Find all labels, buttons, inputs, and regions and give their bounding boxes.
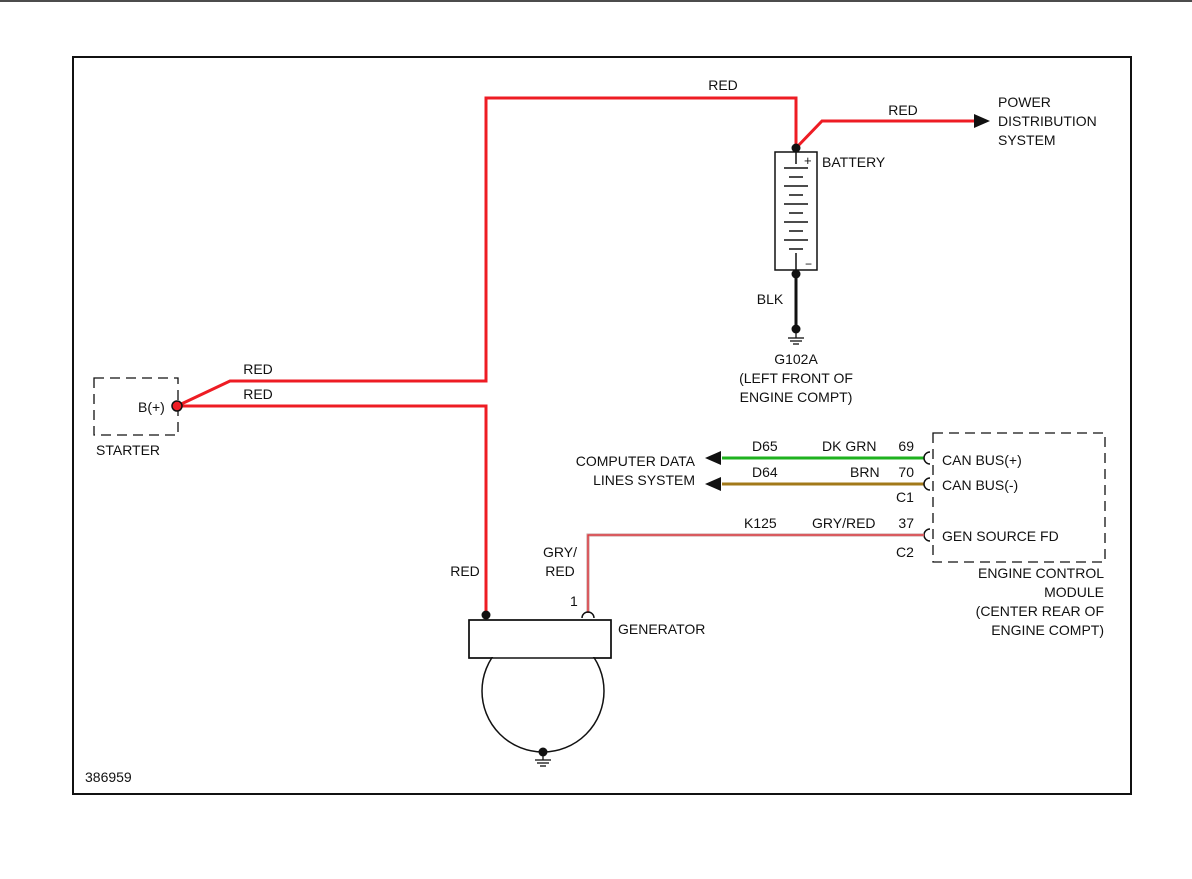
figure-id: 386959 [85,769,132,785]
ground-label-line2: (LEFT FRONT OF [739,370,853,386]
wire-label-blk: BLK [757,291,784,307]
wire-label-generator-red: RED [450,563,480,579]
ecm-pin-69-icon [923,451,931,465]
wire-k125-gry-red-tracer [587,534,924,613]
battery-minus-label: − [805,257,812,271]
wire-label-top-red: RED [708,77,738,93]
cdl-label-line2: LINES SYSTEM [593,472,695,488]
generator-pin-1-label: 1 [570,593,578,609]
pds-arrow-icon [974,114,990,128]
ecm-pin-70-icon [923,477,931,491]
wire-k125-gry-red-base [586,533,924,613]
ground-g102a-icon [788,333,804,345]
wire-color-brn-label: BRN [850,464,880,480]
battery-box [774,151,818,271]
wire-red-pds [794,119,975,150]
generator-battery-terminal-dot [481,610,491,620]
ground-g102a-dot [791,324,801,334]
wire-label-starter-red-lower: RED [243,386,273,402]
battery-symbol [774,151,818,271]
power-distribution-label-line2: DISTRIBUTION [998,113,1097,129]
wire-label-starter-red-upper: RED [243,361,273,377]
generator-symbol [468,619,612,753]
cdl-label-line1: COMPUTER DATA [576,453,696,469]
generator-pin-1-icon [581,611,595,619]
ecm-can-bus-plus-label: CAN BUS(+) [942,452,1022,468]
ecm-label-line3: (CENTER REAR OF [976,603,1104,619]
cdl-arrow-upper-icon [705,451,721,465]
starter-terminal-label: B(+) [138,399,165,415]
circuit-d64-label: D64 [752,464,778,480]
starter-label: STARTER [96,442,160,458]
pin-69-label: 69 [898,438,914,454]
connector-c2-label: C2 [896,544,914,560]
wire-label-gry-red-2: RED [545,563,575,579]
wire-label-pds-red: RED [888,102,918,118]
generator-ground-dot [538,747,548,757]
ecm-pin-37-icon [923,528,931,542]
power-distribution-label-line3: SYSTEM [998,132,1056,148]
power-distribution-label-line1: POWER [998,94,1051,110]
wire-label-gry-red-1: GRY/ [543,544,577,560]
wire-red-top [176,96,798,408]
diagram-frame [72,56,1132,795]
ecm-can-bus-minus-label: CAN BUS(-) [942,477,1018,493]
starter-box [93,377,179,436]
ecm-label-line2: MODULE [1044,584,1104,600]
circuit-k125-label: K125 [744,515,777,531]
cdl-arrow-lower-icon [705,477,721,491]
wire-color-gry-red-label: GRY/RED [812,515,876,531]
circuit-d65-label: D65 [752,438,778,454]
wire-color-dk-grn-label: DK GRN [822,438,876,454]
battery-plus-label: + [804,153,812,168]
battery-positive-splice-dot [791,143,801,153]
ecm-gen-source-fd-label: GEN SOURCE FD [942,528,1059,544]
generator-label: GENERATOR [618,621,705,637]
wire-red-generator [177,404,488,615]
ecm-label-line1: ENGINE CONTROL [978,565,1104,581]
starter-terminal-dot [171,400,183,412]
ground-label-line3: ENGINE COMPT) [740,389,853,405]
red-wires [176,96,975,615]
pin-37-label: 37 [898,515,914,531]
generator-ground-icon [535,756,551,767]
pin-70-label: 70 [898,464,914,480]
ecm-label-line4: ENGINE COMPT) [991,622,1104,638]
battery-label: BATTERY [822,154,886,170]
ground-label-line1: G102A [774,351,818,367]
ecm-box [932,432,1106,563]
connector-c1-label: C1 [896,489,914,505]
